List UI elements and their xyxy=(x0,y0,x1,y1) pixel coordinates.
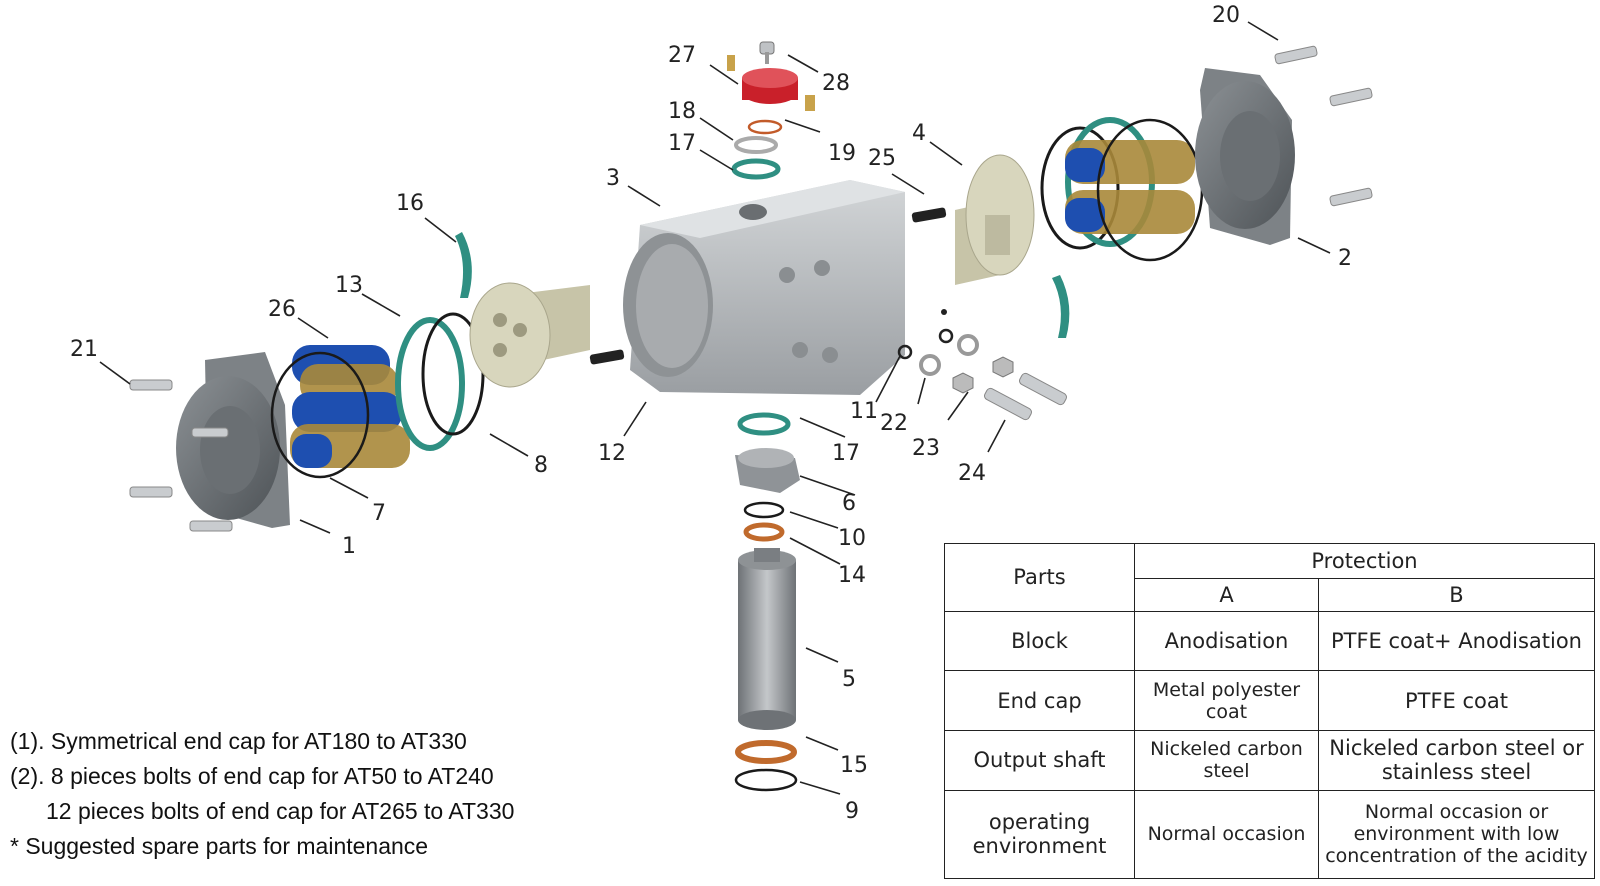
row-a: Metal polyester coat xyxy=(1134,670,1319,731)
right-end-cap xyxy=(1195,68,1295,245)
callout-27: 27 xyxy=(668,43,696,68)
row-part: Output shaft xyxy=(944,730,1135,791)
row-b: Normal occasion or environment with low … xyxy=(1318,789,1595,880)
actuator-body xyxy=(623,180,905,395)
left-end-cap-bolts xyxy=(129,379,233,532)
callout-leaders xyxy=(99,21,1331,795)
callout-labels: 1 2 3 4 5 6 7 8 9 10 11 12 13 14 15 16 1… xyxy=(70,3,1352,824)
callout-4: 4 xyxy=(912,121,926,146)
row-part: Block xyxy=(944,610,1135,672)
callout-23: 23 xyxy=(912,436,940,461)
callout-17-top: 17 xyxy=(668,131,696,156)
callout-17-bottom: 17 xyxy=(832,441,860,466)
callout-20: 20 xyxy=(1212,3,1240,28)
callout-22: 22 xyxy=(880,411,908,436)
callout-8: 8 xyxy=(534,453,548,478)
callout-25: 25 xyxy=(868,146,896,171)
callout-7: 7 xyxy=(372,501,386,526)
callout-9: 9 xyxy=(845,799,859,824)
callout-19: 19 xyxy=(828,141,856,166)
left-end-cap xyxy=(176,352,290,528)
notes-block: (1). Symmetrical end cap for AT180 to AT… xyxy=(10,724,514,864)
protection-table: Parts Protection A B Block Anodisation P… xyxy=(944,543,1595,880)
callout-13: 13 xyxy=(335,273,363,298)
row-b: PTFE coat xyxy=(1318,670,1595,731)
row-part: operating environment xyxy=(944,789,1135,880)
callout-21: 21 xyxy=(70,337,98,362)
right-spring-cartridges xyxy=(1040,117,1204,262)
adjust-screws-and-washers xyxy=(897,309,1067,421)
callout-5: 5 xyxy=(842,667,856,692)
callout-15: 15 xyxy=(840,753,868,778)
callout-28: 28 xyxy=(822,71,850,96)
left-stop-pin xyxy=(589,349,625,365)
right-piston xyxy=(955,154,1035,285)
left-guide-band xyxy=(455,232,472,298)
callout-10: 10 xyxy=(838,526,866,551)
callout-2: 2 xyxy=(1338,246,1352,271)
callout-18: 18 xyxy=(668,99,696,124)
row-a: Nickeled carbon steel xyxy=(1134,730,1319,791)
header-protection: Protection xyxy=(1134,543,1595,579)
row-part: End cap xyxy=(944,670,1135,731)
note-spare-parts: * Suggested spare parts for maintenance xyxy=(10,833,429,859)
header-parts: Parts xyxy=(944,543,1135,612)
note-symmetrical-end-cap: (1). Symmetrical end cap for AT180 to AT… xyxy=(10,728,467,754)
callout-26: 26 xyxy=(268,297,296,322)
output-shaft-assembly xyxy=(734,412,800,792)
right-end-cap-bolts xyxy=(1274,45,1373,207)
callout-3: 3 xyxy=(606,166,620,191)
note-12-bolts: 12 pieces bolts of end cap for AT265 to … xyxy=(46,798,515,824)
row-b: PTFE coat+ Anodisation xyxy=(1318,610,1595,672)
top-indicator-parts xyxy=(727,41,815,180)
callout-16: 16 xyxy=(396,191,424,216)
callout-12: 12 xyxy=(598,441,626,466)
left-piston xyxy=(469,282,590,388)
right-guide-band xyxy=(1052,275,1070,338)
row-a: Normal occasion xyxy=(1134,789,1319,880)
callout-11: 11 xyxy=(850,399,878,424)
left-spring-cartridges xyxy=(270,345,410,479)
header-a: A xyxy=(1134,577,1319,612)
row-a: Anodisation xyxy=(1134,610,1319,672)
row-b: Nickeled carbon steel or stainless steel xyxy=(1318,730,1595,791)
right-stop-pin xyxy=(911,207,947,223)
callout-14: 14 xyxy=(838,563,866,588)
callout-1: 1 xyxy=(342,534,356,559)
callout-6: 6 xyxy=(842,491,856,516)
note-8-bolts: (2). 8 pieces bolts of end cap for AT50 … xyxy=(10,763,494,789)
callout-24: 24 xyxy=(958,461,986,486)
header-b: B xyxy=(1318,577,1595,612)
